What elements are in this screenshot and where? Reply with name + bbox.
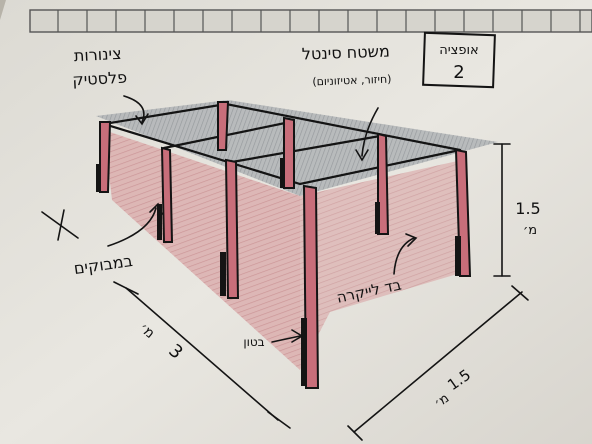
pole-6 (377, 132, 390, 235)
callout-arrows (107, 95, 418, 343)
concrete-base-6 (375, 202, 380, 234)
label-pipes-line1: צינורות (73, 44, 122, 65)
arrow-lycra (393, 237, 415, 275)
concrete-base-4 (301, 318, 307, 386)
option-number: 2 (453, 62, 464, 83)
grid-strip-band (29, 9, 592, 33)
label-pipes-line2: פלסטיק (72, 68, 128, 90)
arrow-pipes-head (135, 113, 149, 126)
label-frame-subtitle: (חיזור, אטיזוניום) (312, 73, 392, 89)
arrow-concrete-head (291, 329, 304, 343)
label-height-unit: מ׳ (523, 223, 537, 238)
pipe-front-edge (102, 122, 462, 186)
pole-5 (283, 116, 295, 189)
concrete-base-1 (96, 164, 101, 192)
pole-8 (217, 101, 230, 151)
pole-1 (99, 121, 112, 193)
label-height-value: 1.5 (515, 199, 540, 218)
arrow-concrete (271, 335, 301, 343)
notebook-grid-strip (29, 9, 592, 33)
x-mark-left (41, 211, 79, 239)
x-mark-left-cross (57, 209, 65, 241)
arrow-pipes (123, 95, 145, 123)
pole-3 (224, 158, 240, 299)
arrow-lycra-head (405, 233, 418, 247)
dim-width-tick-end (511, 285, 529, 301)
concrete-base-7 (455, 236, 461, 276)
arrow-frame (361, 107, 379, 157)
concrete-base-2 (157, 204, 162, 240)
option-box-frame (422, 31, 496, 89)
label-width-unit: מ׳ (432, 391, 452, 411)
dim-width-tick-start (347, 425, 363, 441)
dim-length-tick-start (113, 281, 139, 295)
pole-2 (160, 146, 174, 243)
mesh-top-surface (96, 100, 498, 196)
option-title: אופציה (439, 43, 478, 58)
arrow-frame-head (355, 149, 369, 162)
dim-width-line (353, 291, 523, 433)
option-box: אופציה 2 (422, 31, 496, 89)
bamboo-poles (96, 101, 472, 389)
arrow-bamboo-head (149, 202, 163, 215)
label-frame-title: משטח סינטל (302, 41, 391, 63)
concrete-base-3 (220, 252, 226, 296)
label-concrete: בטון (243, 335, 264, 349)
dim-length-line (125, 287, 279, 421)
fabric-front-wall (104, 130, 300, 370)
arrow-bamboo (107, 207, 157, 247)
dim-length-tick-end (267, 411, 291, 429)
fabric-side-wall (300, 160, 464, 370)
pipe-cross-2 (230, 134, 382, 164)
dimension-lines (41, 143, 529, 441)
concrete-base-5 (280, 158, 285, 188)
